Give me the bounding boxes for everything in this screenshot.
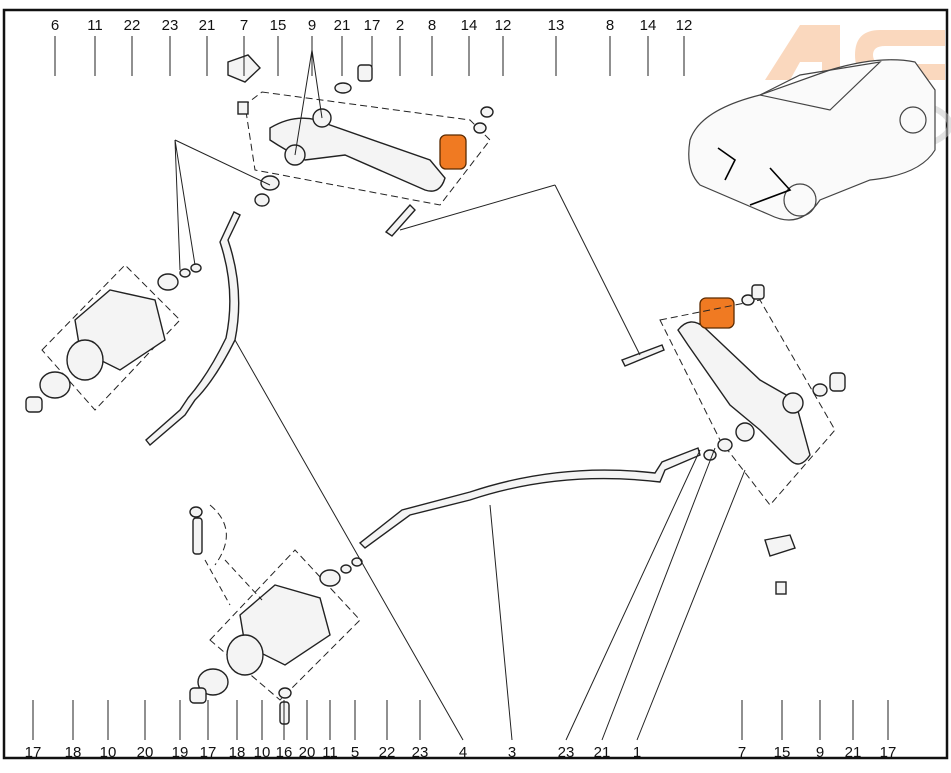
callout-label: 16 — [276, 744, 293, 761]
callout-label: 13 — [548, 17, 565, 34]
callout-label: 17 — [25, 744, 42, 761]
callout-label: 5 — [351, 744, 359, 761]
bushing-highlighted-left — [439, 134, 467, 170]
callout-label: 18 — [229, 744, 246, 761]
callout-label: 2 — [396, 17, 404, 34]
callout-label: 20 — [137, 744, 154, 761]
control-arm-right — [621, 284, 846, 595]
anti-roll-bar-left — [145, 211, 241, 447]
callout-label: 7 — [738, 744, 746, 761]
callout-label: 22 — [124, 17, 141, 34]
mount-bracket-upper — [25, 263, 202, 413]
callout-label: 14 — [461, 17, 478, 34]
callout-label: 15 — [774, 744, 791, 761]
callout-label: 22 — [379, 744, 396, 761]
callout-label: 20 — [299, 744, 316, 761]
callout-label: 9 — [816, 744, 824, 761]
callout-label: 8 — [428, 17, 436, 34]
callout-label: 6 — [51, 17, 59, 34]
callout-label: 18 — [65, 744, 82, 761]
leader-lines — [174, 49, 746, 741]
callout-label: 15 — [270, 17, 287, 34]
callout-label: 19 — [172, 744, 189, 761]
callout-label: 4 — [459, 744, 467, 761]
callout-label: 21 — [594, 744, 611, 761]
callout-label: 14 — [640, 17, 657, 34]
callout-label: 9 — [308, 17, 316, 34]
bushing-highlighted-right — [699, 297, 735, 329]
control-arm-left — [227, 54, 494, 237]
callout-label: 17 — [880, 744, 897, 761]
callout-label: 12 — [676, 17, 693, 34]
anti-roll-bar-right — [358, 447, 701, 549]
callout-label: 3 — [508, 744, 516, 761]
car-illustration — [688, 59, 936, 221]
callout-label: 21 — [199, 17, 216, 34]
diagram-frame — [2, 8, 949, 760]
callout-label: 23 — [558, 744, 575, 761]
callouts-top: 6 11 22 23 21 7 15 9 21 17 2 8 14 12 13 8 14 12 — [51, 17, 693, 76]
callout-label: 11 — [87, 17, 103, 34]
callout-label: 7 — [240, 17, 248, 34]
mount-bracket-lower — [189, 504, 363, 725]
callout-label: 23 — [412, 744, 429, 761]
callout-label: 21 — [845, 744, 862, 761]
callout-label: 11 — [322, 744, 338, 761]
callout-label: 12 — [495, 17, 512, 34]
callout-label: 8 — [606, 17, 614, 34]
callout-label: 23 — [162, 17, 179, 34]
callout-label: 21 — [334, 17, 351, 34]
callout-label: 17 — [364, 17, 381, 34]
callout-label: 17 — [200, 744, 217, 761]
callout-label: 10 — [254, 744, 271, 761]
callout-label: 10 — [100, 744, 117, 761]
callout-label: 1 — [633, 744, 641, 761]
